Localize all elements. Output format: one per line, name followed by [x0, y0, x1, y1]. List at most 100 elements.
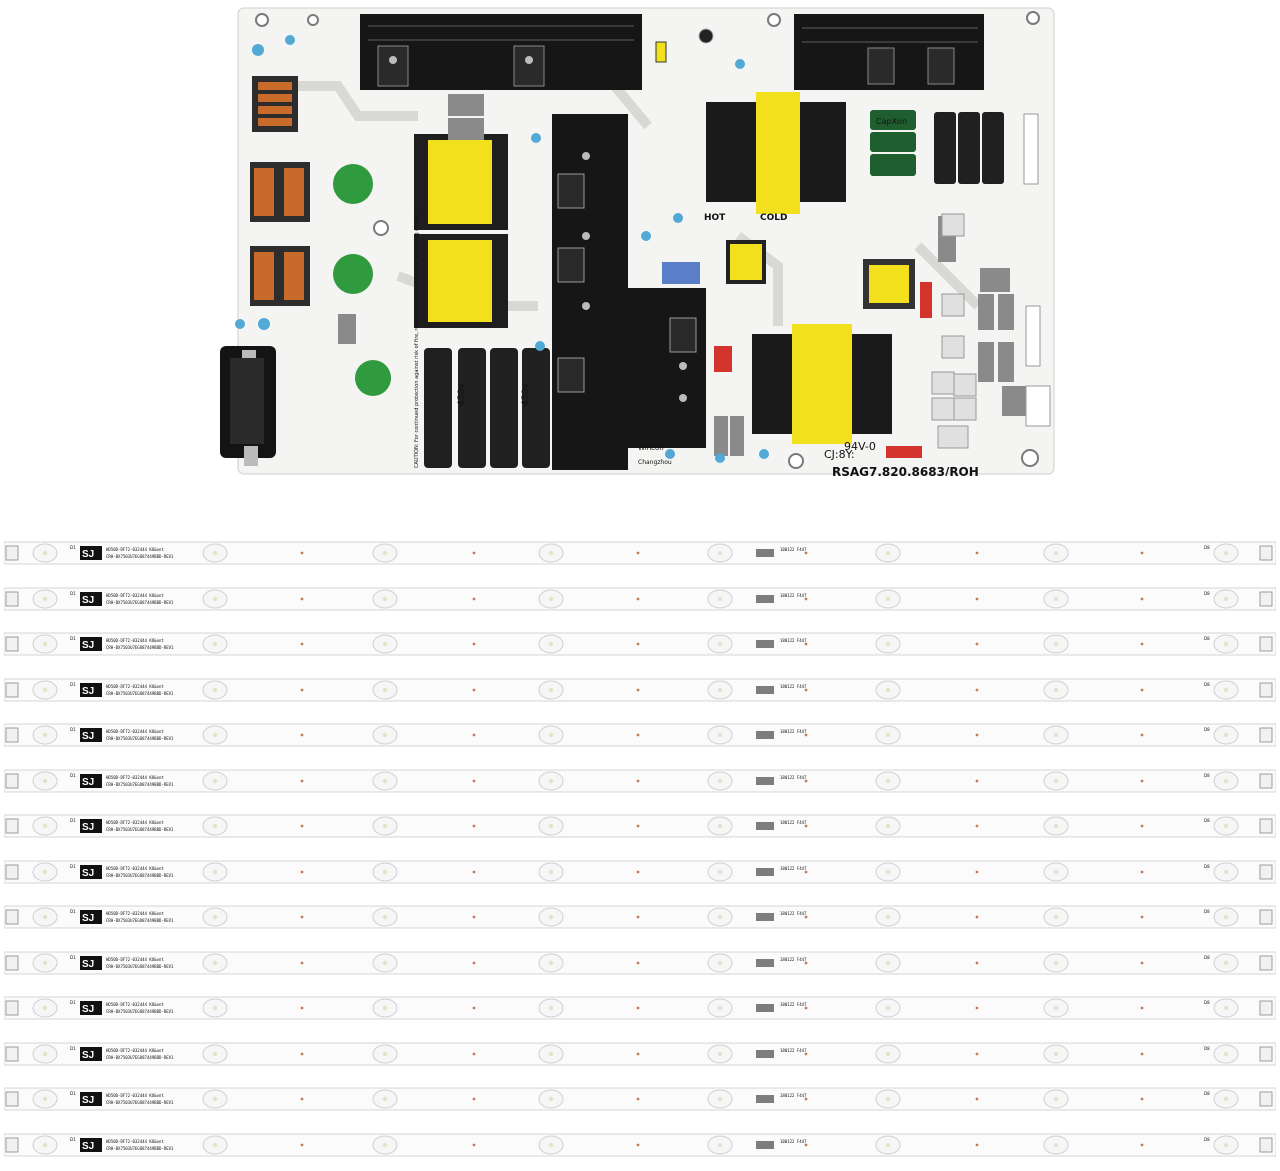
solder-dot [472, 1143, 476, 1146]
sj-logo-icon: SJ [80, 1092, 102, 1106]
led-chip [717, 823, 723, 829]
led-chip [717, 778, 723, 783]
led-chip [717, 914, 723, 920]
led-chip [1223, 687, 1229, 692]
barcode [756, 1095, 774, 1103]
strip-end-label: D8 [1204, 1137, 1210, 1142]
solder-dot [804, 642, 808, 646]
led-chip [382, 1096, 388, 1102]
solder-dot [804, 1006, 808, 1010]
strip-connector [5, 682, 19, 697]
strip-body [4, 632, 1276, 656]
led-chip [42, 960, 48, 965]
led-chip [1223, 596, 1229, 601]
strip-start-label: D1 [70, 864, 76, 869]
transistor [377, 45, 409, 87]
led-chip [42, 550, 48, 556]
led-chip [1053, 641, 1059, 647]
strip-start-label: D1 [70, 955, 76, 960]
sj-logo-icon: SJ [80, 728, 102, 742]
strip-part-line-2: CRH-BX7503U7EGO87449BBD-REV1 [106, 691, 174, 696]
strip-end-label: D8 [1204, 727, 1210, 732]
led-chip [717, 1096, 723, 1102]
strip-part-line-2: CRH-BX7503U7EGO87449BBD-REV1 [106, 736, 174, 741]
led-chip [885, 596, 891, 601]
led-chip [1223, 1142, 1229, 1147]
strip-body [4, 541, 1276, 565]
solder-dot [472, 688, 476, 691]
svg-text:SJ: SJ [82, 595, 94, 606]
solder-dot [300, 733, 304, 737]
strip-part-line-2: CRH-BX7503U7EGO87449BBD-REV1 [106, 1100, 174, 1105]
led-chip [1223, 550, 1229, 556]
strip-batch-label: 180122 F447 [780, 866, 807, 871]
solder-dot [300, 1052, 304, 1055]
strip-part-line-2: CRH-BX7503U7EGO87449BBD-REV1 [106, 1055, 174, 1060]
strip-start-label: D1 [70, 545, 76, 550]
solder-dot [300, 642, 304, 646]
heatsink-fins-left [368, 25, 634, 41]
sj-logo-icon: SJ [80, 1137, 102, 1152]
llc-transformer [752, 324, 892, 444]
sj-logo-icon: SJ [80, 1001, 102, 1015]
strip-end-label: D8 [1204, 773, 1210, 778]
led-chip [1053, 1096, 1059, 1102]
solder-dot [636, 961, 640, 964]
led-chip [548, 869, 554, 874]
output-connector [1025, 385, 1051, 427]
solder-dot [636, 642, 640, 646]
strip-part-line-2: CRH-BX7503U7EGO87449BBD-REV1 [106, 782, 174, 787]
led-chip [212, 1005, 218, 1011]
strip-connector [5, 591, 19, 606]
solder-dot [300, 597, 304, 600]
solder-dot [300, 824, 304, 828]
svg-text:SJ: SJ [82, 1141, 94, 1152]
maker-label: Wincon [638, 444, 664, 452]
solder-dot [975, 1052, 979, 1055]
strip-end-label: D8 [1204, 1091, 1210, 1096]
led-chip [548, 778, 554, 783]
led-chip [42, 1005, 48, 1011]
strip-batch-label: 180122 F447 [780, 547, 807, 552]
solder-dot [1140, 1143, 1144, 1146]
barcode [756, 731, 774, 739]
solder-dot [804, 597, 808, 600]
strip-connector [1259, 1091, 1273, 1107]
led-chip [885, 1051, 891, 1056]
led-chip [548, 823, 554, 829]
rating-label: 94V-0 [844, 440, 876, 453]
solder-dot [636, 915, 640, 919]
strip-body [4, 814, 1276, 838]
power-inlet-icon [220, 346, 276, 466]
strip-body [4, 1133, 1276, 1156]
led-chip [1053, 823, 1059, 829]
led-chip [548, 732, 554, 738]
sj-logo-icon: SJ [80, 637, 102, 651]
transistor [867, 47, 895, 85]
led-chip [212, 823, 218, 829]
solder-dot [472, 870, 476, 873]
strip-batch-label: 180122 F447 [780, 911, 807, 916]
led-chip [382, 869, 388, 874]
strip-part-line-2: CRH-BX7503U7EGO87449BBD-REV1 [106, 1146, 174, 1151]
pfc-inductor [414, 134, 508, 230]
strip-connector [5, 1046, 19, 1061]
transistor [513, 45, 545, 87]
cold-label: COLD [760, 213, 787, 223]
strip-connector [1259, 955, 1273, 970]
red-capacitor [714, 346, 732, 372]
strip-connector [5, 909, 19, 925]
led-chip [885, 1005, 891, 1011]
solder-dot [975, 1097, 979, 1101]
output-connector [1023, 113, 1039, 185]
strip-end-label: D8 [1204, 545, 1210, 550]
transistor [927, 47, 955, 85]
strip-part-line-2: CRH-BX7503U7EGO87449BBD-REV1 [106, 1009, 174, 1014]
solder-dot [975, 870, 979, 873]
varistor [333, 254, 373, 294]
strip-end-label: D8 [1204, 636, 1210, 641]
solder-dot [1140, 779, 1144, 782]
